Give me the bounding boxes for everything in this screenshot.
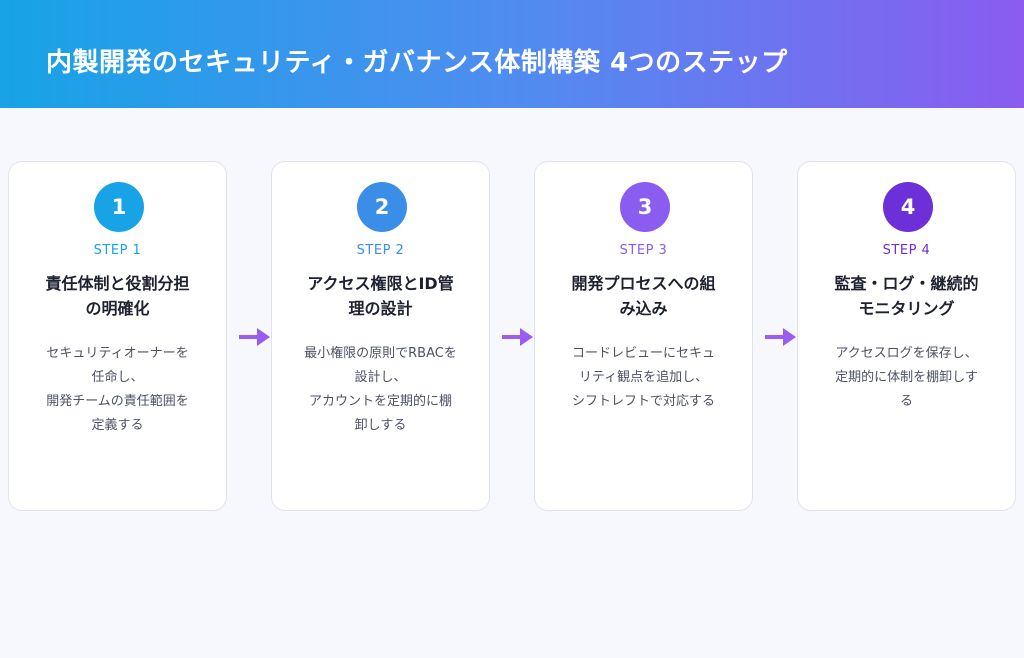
- step-description: セキュリティオーナーを 任命し、 開発チームの責任範囲を 定義する: [23, 342, 212, 438]
- step-title-line: モニタリング: [858, 299, 955, 318]
- step-number-badge: 2: [357, 182, 407, 232]
- step-label: STEP 4: [882, 243, 931, 258]
- arrow-right-icon: [239, 328, 270, 346]
- step-desc-line: コードレビューにセキュ: [571, 346, 715, 361]
- step-title-line: 責任体制と役割分担: [45, 274, 190, 293]
- step-desc-line: シフトレフトで対応する: [571, 394, 715, 409]
- step-card-2: 2 STEP 2 アクセス権限とID管 理の設計 最小権限の原則でRBACを 設…: [271, 161, 490, 511]
- step-title-line: 開発プロセスへの組: [571, 274, 716, 293]
- step-title: アクセス権限とID管 理の設計: [284, 271, 477, 321]
- step-title-line: 理の設計: [348, 299, 413, 318]
- step-title: 責任体制と役割分担 の明確化: [21, 271, 214, 321]
- step-desc-line: セキュリティオーナーを: [46, 346, 189, 361]
- step-label: STEP 1: [93, 243, 142, 258]
- step-description: 最小権限の原則でRBACを 設計し、 アカウントを定期的に棚 卸しする: [286, 342, 475, 438]
- step-desc-line: る: [899, 394, 913, 409]
- step-desc-line: 卸しする: [354, 418, 407, 433]
- header-banner: 内製開発のセキュリティ・ガバナンス体制構築 4つのステップ: [0, 0, 1024, 108]
- step-title-line: み込み: [619, 299, 668, 318]
- step-description: コードレビューにセキュ リティ観点を追加し、 シフトレフトで対応する: [549, 342, 738, 414]
- step-desc-line: 定義する: [91, 418, 144, 433]
- step-title: 開発プロセスへの組 み込み: [547, 271, 740, 321]
- page-title: 内製開発のセキュリティ・ガバナンス体制構築 4つのステップ: [46, 48, 788, 78]
- step-desc-line: 定期的に体制を棚卸しす: [835, 370, 978, 385]
- step-desc-line: アカウントを定期的に棚: [308, 394, 452, 409]
- step-desc-line: 最小権限の原則でRBACを: [304, 346, 457, 361]
- step-card-4: 4 STEP 4 監査・ログ・継続的 モニタリング アクセスログを保存し、 定期…: [797, 161, 1016, 511]
- step-number-badge: 4: [883, 182, 933, 232]
- arrow-right-icon: [502, 328, 533, 346]
- step-desc-line: アクセスログを保存し、: [835, 346, 978, 361]
- step-label: STEP 2: [356, 243, 405, 258]
- step-title-line: の明確化: [85, 299, 150, 318]
- step-number-badge: 3: [620, 182, 670, 232]
- step-desc-line: 任命し、: [91, 370, 144, 385]
- step-label: STEP 3: [619, 243, 668, 258]
- step-desc-line: リティ観点を追加し、: [578, 370, 709, 385]
- step-title: 監査・ログ・継続的 モニタリング: [810, 271, 1003, 321]
- step-number-badge: 1: [94, 182, 144, 232]
- step-card-1: 1 STEP 1 責任体制と役割分担 の明確化 セキュリティオーナーを 任命し、…: [8, 161, 227, 511]
- arrow-right-icon: [765, 328, 796, 346]
- step-description: アクセスログを保存し、 定期的に体制を棚卸しす る: [812, 342, 1001, 414]
- step-desc-line: 設計し、: [354, 370, 407, 385]
- step-title-line: アクセス権限とID管: [307, 274, 454, 293]
- step-desc-line: 開発チームの責任範囲を: [46, 394, 189, 409]
- step-title-line: 監査・ログ・継続的: [834, 274, 979, 293]
- step-card-3: 3 STEP 3 開発プロセスへの組 み込み コードレビューにセキュ リティ観点…: [534, 161, 753, 511]
